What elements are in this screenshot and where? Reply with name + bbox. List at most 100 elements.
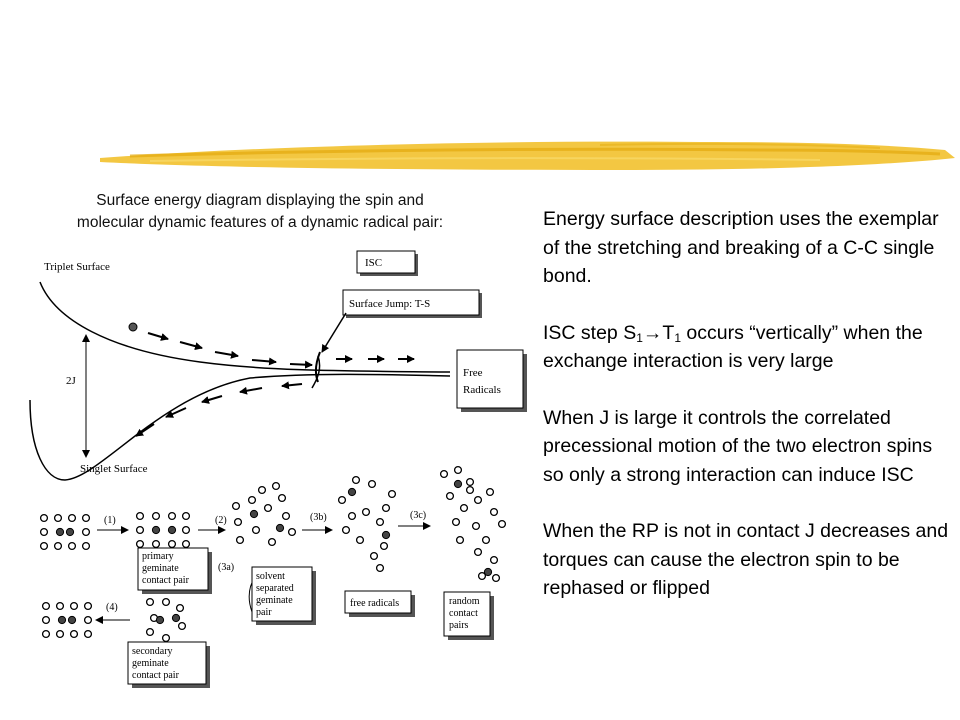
solvent-molecule	[361, 507, 371, 517]
solvent-molecule	[161, 597, 171, 607]
step-3c-label: (3c)	[410, 510, 426, 521]
triplet-surface-label: Triplet Surface	[44, 261, 110, 273]
solvent-molecule	[271, 481, 281, 491]
solvent-molecule	[181, 511, 191, 521]
step-3a-label: (3a)	[218, 562, 234, 573]
solvent-molecule	[181, 525, 191, 535]
solvent-molecule	[489, 507, 499, 517]
solvent-molecule	[67, 513, 77, 523]
solvent-molecule	[455, 535, 465, 545]
solvent-molecule	[83, 615, 93, 625]
step-2-label: (2)	[215, 515, 227, 526]
solvent-molecule	[465, 485, 475, 495]
primary-box-line-2: geminate	[142, 563, 179, 574]
free-radicals-box: Free Radicals	[456, 349, 527, 412]
caption-line-1: Surface energy diagram displaying the sp…	[96, 192, 424, 209]
triplet-flow-arrows	[147, 332, 415, 369]
secondary-box-line-1: secondary	[132, 646, 173, 657]
radical-particle	[381, 530, 391, 540]
note-not-in-contact: When the RP is not in contact J decrease…	[543, 520, 949, 599]
solvent-molecule	[39, 527, 49, 537]
radical-particle	[347, 487, 357, 497]
solvent-molecule	[161, 633, 171, 643]
solvent-molecule	[277, 493, 287, 503]
solvent-molecule	[167, 539, 177, 549]
solvent-molecule	[135, 511, 145, 521]
triplet-curve	[39, 281, 451, 373]
solvent-molecule	[381, 503, 391, 513]
primary-pair-box: primary geminate contact pair	[137, 547, 212, 594]
solvent-molecule	[471, 521, 481, 531]
solvent-molecule	[367, 479, 377, 489]
caption-line-2: molecular dynamic features of a dynamic …	[76, 214, 444, 231]
solvent-molecule	[387, 489, 397, 499]
solvent-molecule	[177, 621, 187, 631]
solvent-molecule	[231, 501, 241, 511]
solvent-molecule	[465, 477, 475, 487]
radical-particle	[483, 567, 493, 577]
random-box-line-3: pairs	[449, 620, 469, 631]
solvent-molecule	[459, 503, 469, 513]
solvent-molecule	[497, 519, 507, 529]
solvent-molecule	[281, 511, 291, 521]
solvent-molecule	[287, 527, 297, 537]
radical-particle	[67, 615, 77, 625]
radical-particle	[151, 525, 161, 535]
solvent-molecule	[67, 541, 77, 551]
radical-particle	[65, 527, 75, 537]
solvent-molecule	[181, 539, 191, 549]
solvent-molecule	[145, 597, 155, 607]
random-box-line-1: random	[449, 596, 480, 607]
solvent-molecule	[151, 539, 161, 549]
solvent-molecule	[41, 629, 51, 639]
gap-label: 2J	[66, 375, 77, 387]
solvent-molecule	[337, 495, 347, 505]
solvent-box-line-1: solvent	[256, 571, 285, 582]
solvent-molecule	[41, 601, 51, 611]
solvent-molecule	[39, 541, 49, 551]
solvent-molecule	[341, 525, 351, 535]
solvent-box-line-4: pair	[256, 607, 272, 618]
solvent-molecule	[55, 601, 65, 611]
surface-jump-label: Surface Jump: T-S	[349, 298, 430, 310]
step-1-label: (1)	[104, 515, 116, 526]
jump-pointer-arrow	[321, 312, 347, 353]
isc-box: ISC	[356, 250, 418, 276]
radical-particle	[275, 523, 285, 533]
radical-particle	[453, 479, 463, 489]
solvent-molecule	[247, 495, 257, 505]
solvent-molecule	[175, 603, 185, 613]
diagram-caption: Surface energy diagram displaying the sp…	[0, 190, 520, 234]
free-radicals-scheme-box: free radicals	[344, 590, 415, 617]
radical-particle	[167, 525, 177, 535]
secondary-box-line-3: contact pair	[132, 670, 180, 681]
solvent-molecule	[453, 465, 463, 475]
random-pairs-box: random contact pairs	[443, 591, 494, 640]
molecule-cages	[39, 465, 507, 643]
solvent-molecule	[375, 563, 385, 573]
free-radicals-line-1: Free	[463, 367, 483, 379]
solvent-molecule	[39, 513, 49, 523]
solvent-pair-box: solvent separated geminate pair	[251, 566, 316, 625]
solvent-molecule	[83, 629, 93, 639]
solvent-molecule	[81, 527, 91, 537]
random-box-line-2: contact	[449, 608, 478, 619]
radical-particle	[249, 509, 259, 519]
solvent-molecule	[69, 601, 79, 611]
solvent-box-line-2: separated	[256, 583, 294, 594]
solvent-molecule	[135, 525, 145, 535]
surface-jump-box: Surface Jump: T-S	[342, 289, 482, 318]
description-text: Energy surface description uses the exem…	[543, 205, 953, 631]
solvent-molecule	[491, 573, 501, 583]
solvent-molecule	[379, 541, 389, 551]
solvent-box-line-3: geminate	[256, 595, 293, 606]
solvent-molecule	[53, 541, 63, 551]
radical-ball	[128, 322, 138, 332]
radical-particle	[57, 615, 67, 625]
radical-particle	[171, 613, 181, 623]
solvent-molecule	[235, 535, 245, 545]
solvent-molecule	[477, 571, 487, 581]
primary-box-line-3: contact pair	[142, 575, 190, 586]
singlet-flow-arrows	[135, 381, 303, 437]
